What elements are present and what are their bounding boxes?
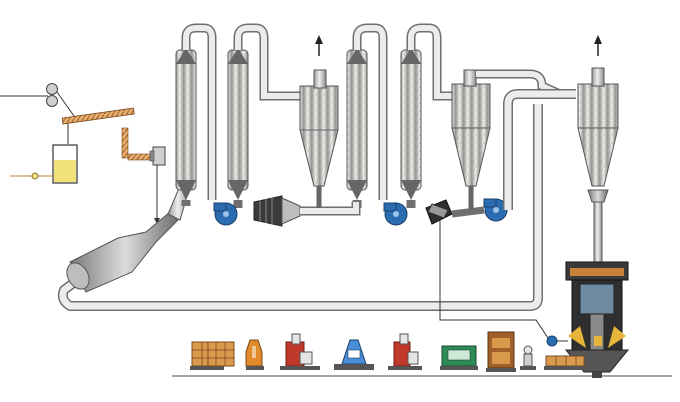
cyclone-3 [577,67,619,263]
flat-pallet [544,355,586,370]
press-machine-2 [388,333,422,370]
inclined-screw-conveyor [61,107,135,125]
cyclone-2 [451,69,491,210]
blue-bell-tank [334,339,374,370]
dryer-column-1 [175,48,197,200]
top-bends [181,23,452,200]
pallet-stack-2 [207,341,235,367]
cyclone-1 [299,69,339,208]
dryer-column-4 [400,48,422,200]
exhaust-arrow-1 [315,35,323,56]
vertical-screw [121,127,129,159]
feed-hopper [52,144,78,184]
blower-fan-1 [213,202,238,226]
burner-valve [546,335,568,347]
feed-strand [56,91,75,117]
furnace [564,261,630,378]
feed-rollers [46,83,58,107]
venturi-inlet [66,185,191,293]
rotary-valve-feeder [149,146,166,166]
small-burner [520,345,536,370]
press-machine-1 [280,333,320,370]
return-duct [57,104,543,311]
feed-input-valve [10,172,53,180]
control-line [439,218,549,339]
exhaust-arrow-2 [594,35,602,56]
blower-fan-2 [383,202,408,226]
dryer-column-2 [227,48,249,200]
brown-cabinet [486,331,516,372]
orange-bottle [245,339,264,370]
blower-fan-3 [483,198,508,222]
green-monitor [440,345,478,370]
heat-exchanger-1 [253,195,301,227]
dryer-column-3 [346,48,368,200]
feed-section [0,83,166,224]
heat-exchanger-2 [425,199,453,225]
